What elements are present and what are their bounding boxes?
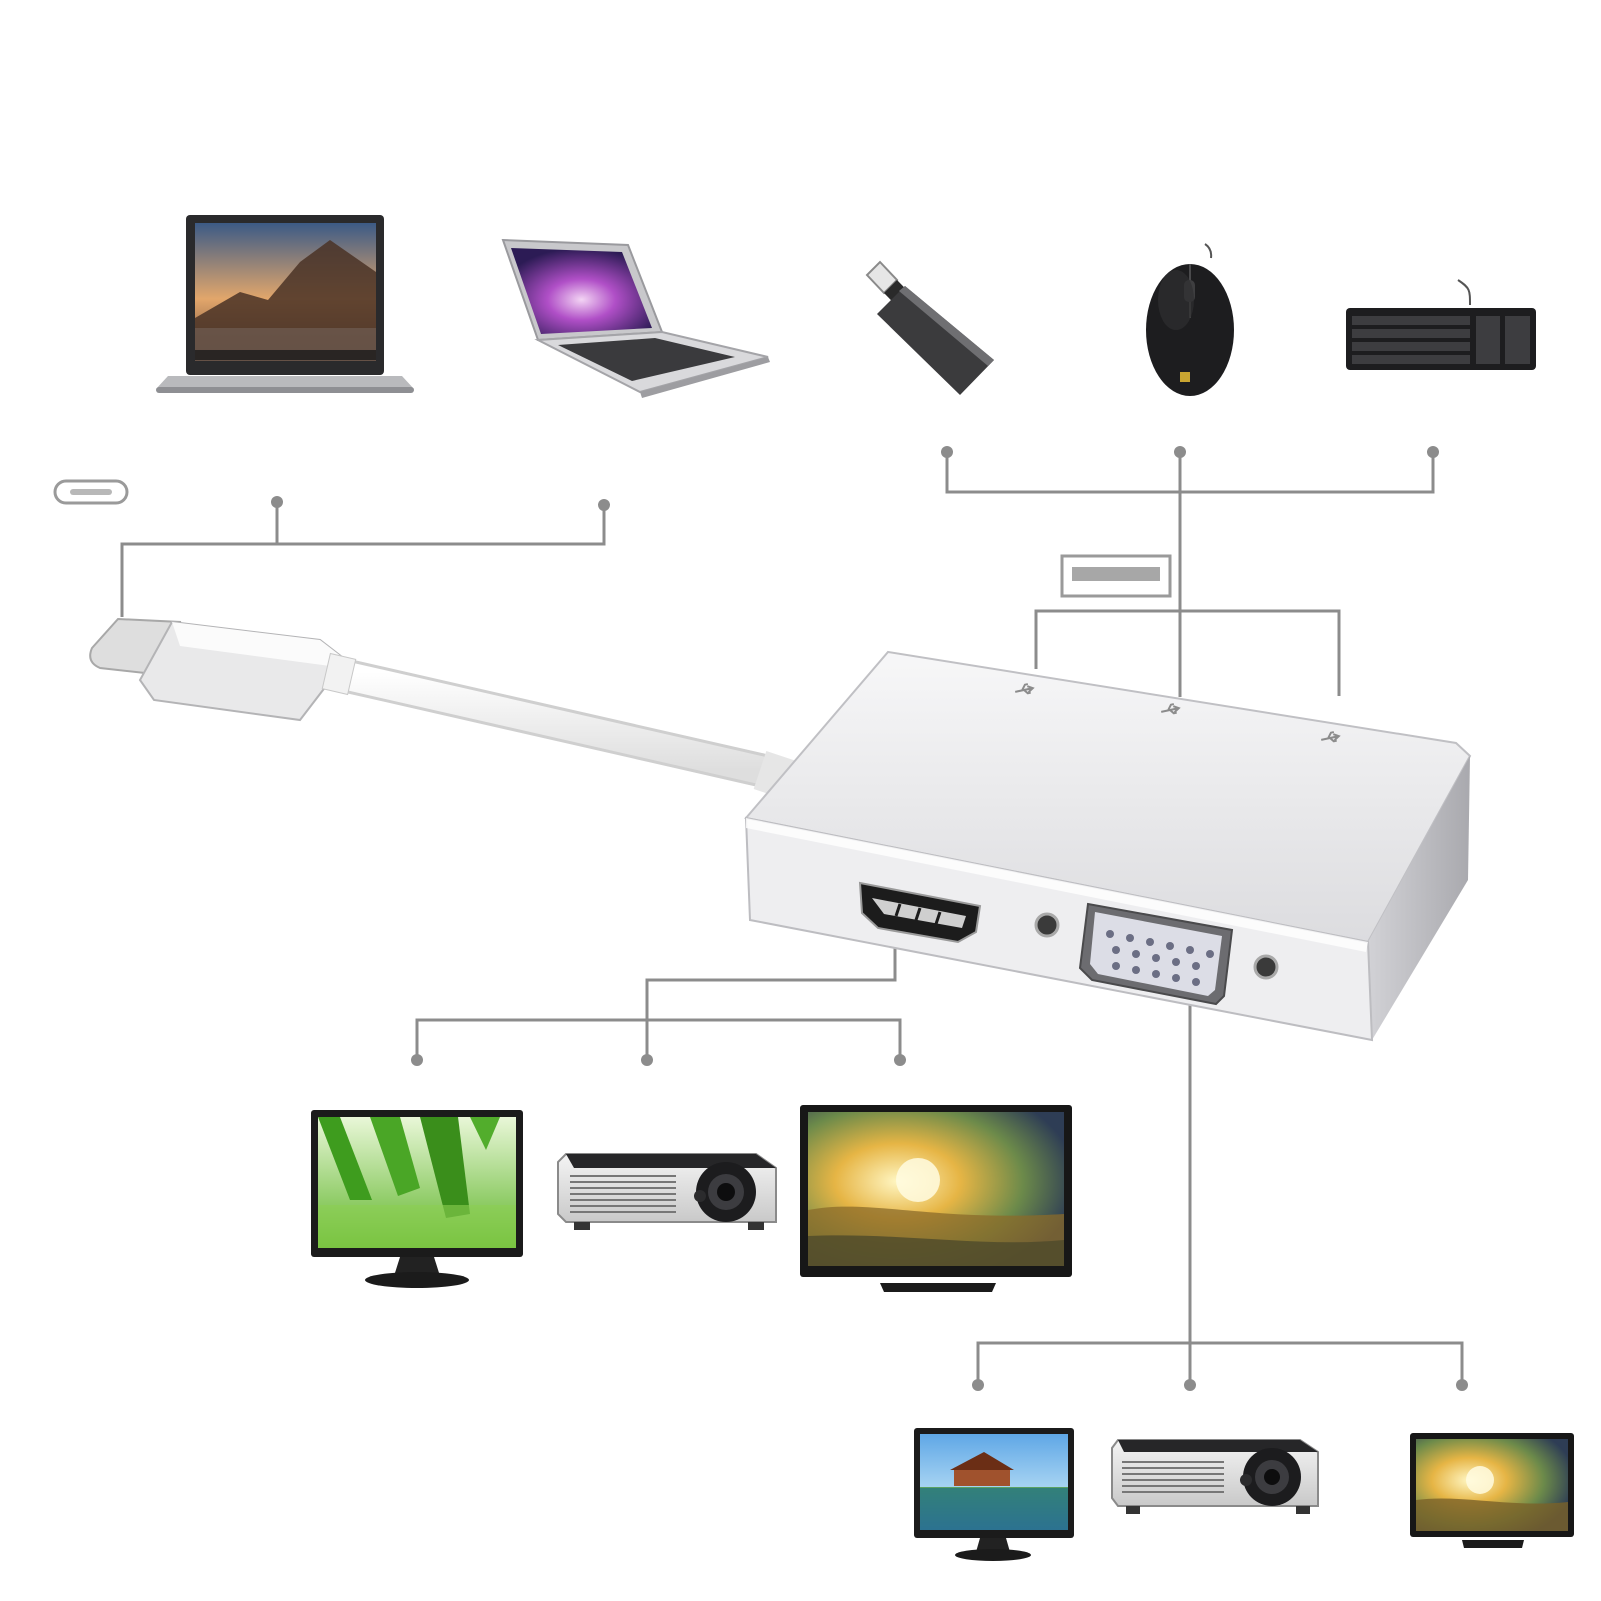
- connector-dots: [271, 446, 1468, 1391]
- vga-screw-left: [1034, 912, 1060, 938]
- hdmi-projector-icon: [557, 1153, 777, 1230]
- usb-devices-bracket-line: [945, 452, 1435, 494]
- connector-dot: [598, 499, 610, 511]
- connector-dot: [1184, 1379, 1196, 1391]
- connector-dot: [894, 1054, 906, 1066]
- vga-tv-icon: [1410, 1433, 1574, 1548]
- usb-port-labels: [1014, 683, 1341, 743]
- usb-c-cable: [313, 655, 797, 799]
- connector-dot: [941, 446, 953, 458]
- connector-dot: [1456, 1379, 1468, 1391]
- laptop-chromebook-icon: [156, 215, 414, 393]
- connector-dot: [271, 496, 283, 508]
- vga-monitor-icon: [914, 1428, 1074, 1561]
- mouse-icon: [1146, 243, 1234, 396]
- keyboard-icon: [1346, 279, 1536, 370]
- usb-flash-drive-icon: [865, 260, 994, 395]
- hdmi-port: [858, 881, 982, 944]
- hdmi-monitor-icon: [311, 1110, 523, 1288]
- connector-dot: [1427, 446, 1439, 458]
- usb-icon: [1014, 683, 1035, 695]
- hdmi-devices-bracket-line: [415, 1018, 902, 1057]
- connector-dot: [641, 1054, 653, 1066]
- laptop-macbook-icon: [501, 238, 770, 398]
- usb-icon: [1160, 703, 1181, 715]
- vga-devices-bracket-line: [976, 1341, 1464, 1385]
- usb-ports-bracket-line: [1034, 609, 1341, 696]
- usb-icon: [1320, 731, 1341, 743]
- connector-dot: [972, 1379, 984, 1391]
- usb-a-port-icon: [1060, 554, 1172, 598]
- vga-screw-right: [1253, 954, 1279, 980]
- vga-port: [1034, 902, 1279, 1006]
- hdmi-tv-icon: [800, 1105, 1072, 1292]
- connector-lines: [120, 452, 1464, 1385]
- vga-projector-icon: [1111, 1439, 1319, 1514]
- hdmi-branch-line: [645, 930, 897, 1057]
- type-c-bracket-line: [120, 505, 606, 617]
- connector-dot: [1174, 446, 1186, 458]
- usb-c-plug: [89, 617, 357, 722]
- connector-dot: [411, 1054, 423, 1066]
